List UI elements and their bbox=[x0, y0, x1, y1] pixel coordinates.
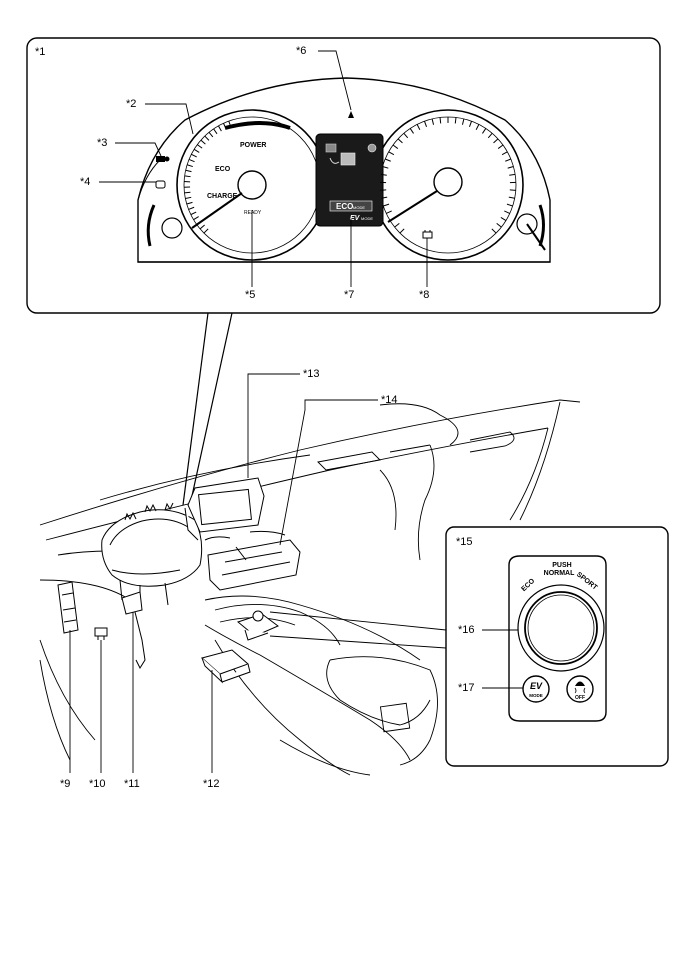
callout-10: *10 bbox=[89, 778, 106, 790]
callout-4: *4 bbox=[80, 176, 90, 188]
steering-sensor bbox=[122, 592, 145, 668]
callout-6: *6 bbox=[296, 45, 306, 57]
console-switch-area bbox=[238, 611, 278, 640]
callout-3: *3 bbox=[97, 137, 107, 149]
callout-13: *13 bbox=[303, 368, 320, 380]
callout-7: *7 bbox=[344, 289, 354, 301]
callout-8: *8 bbox=[419, 289, 429, 301]
eco-mode-indicator: ECO MODE bbox=[330, 201, 372, 211]
dial-tick bbox=[440, 117, 441, 123]
eco-label: ECO bbox=[215, 166, 231, 173]
ev-button-small-label: MODE bbox=[529, 693, 543, 698]
ready-label: READY bbox=[244, 210, 262, 216]
callout-1: *1 bbox=[35, 46, 45, 58]
dial-tick bbox=[455, 117, 456, 123]
switch-module bbox=[95, 628, 107, 640]
callout-14: *14 bbox=[381, 394, 398, 406]
eco-mode-small-text: MODE bbox=[353, 205, 365, 210]
engine-indicator-icon bbox=[156, 156, 170, 162]
callout-12: *12 bbox=[203, 778, 220, 790]
dial-normal-label: NORMAL bbox=[544, 570, 575, 577]
power-label: POWER bbox=[240, 142, 266, 149]
ev-button-big-label: EV bbox=[530, 681, 543, 691]
dial-tick bbox=[184, 192, 190, 193]
dial-push-label: PUSH bbox=[552, 562, 571, 569]
vsc-off-label: OFF bbox=[575, 695, 585, 701]
callout-15: *15 bbox=[456, 536, 473, 548]
callout-16: *16 bbox=[458, 624, 475, 636]
ev-mode-indicator: EV MODE bbox=[350, 215, 373, 222]
callout-5: *5 bbox=[245, 289, 255, 301]
eco-mode-badge-text: ECO bbox=[336, 202, 353, 211]
charge-label: CHARGE bbox=[207, 193, 238, 200]
center-panel bbox=[205, 531, 300, 590]
airbag-sensor-assembly bbox=[202, 650, 250, 682]
ev-mode-small-text: MODE bbox=[361, 216, 373, 221]
callout-2: *2 bbox=[126, 98, 136, 110]
dlc3-connector-area bbox=[58, 582, 78, 633]
ev-badge-text: EV bbox=[350, 215, 361, 222]
callout-17: *17 bbox=[458, 682, 475, 694]
callout-9: *9 bbox=[60, 778, 70, 790]
callout-11: *11 bbox=[124, 778, 140, 790]
